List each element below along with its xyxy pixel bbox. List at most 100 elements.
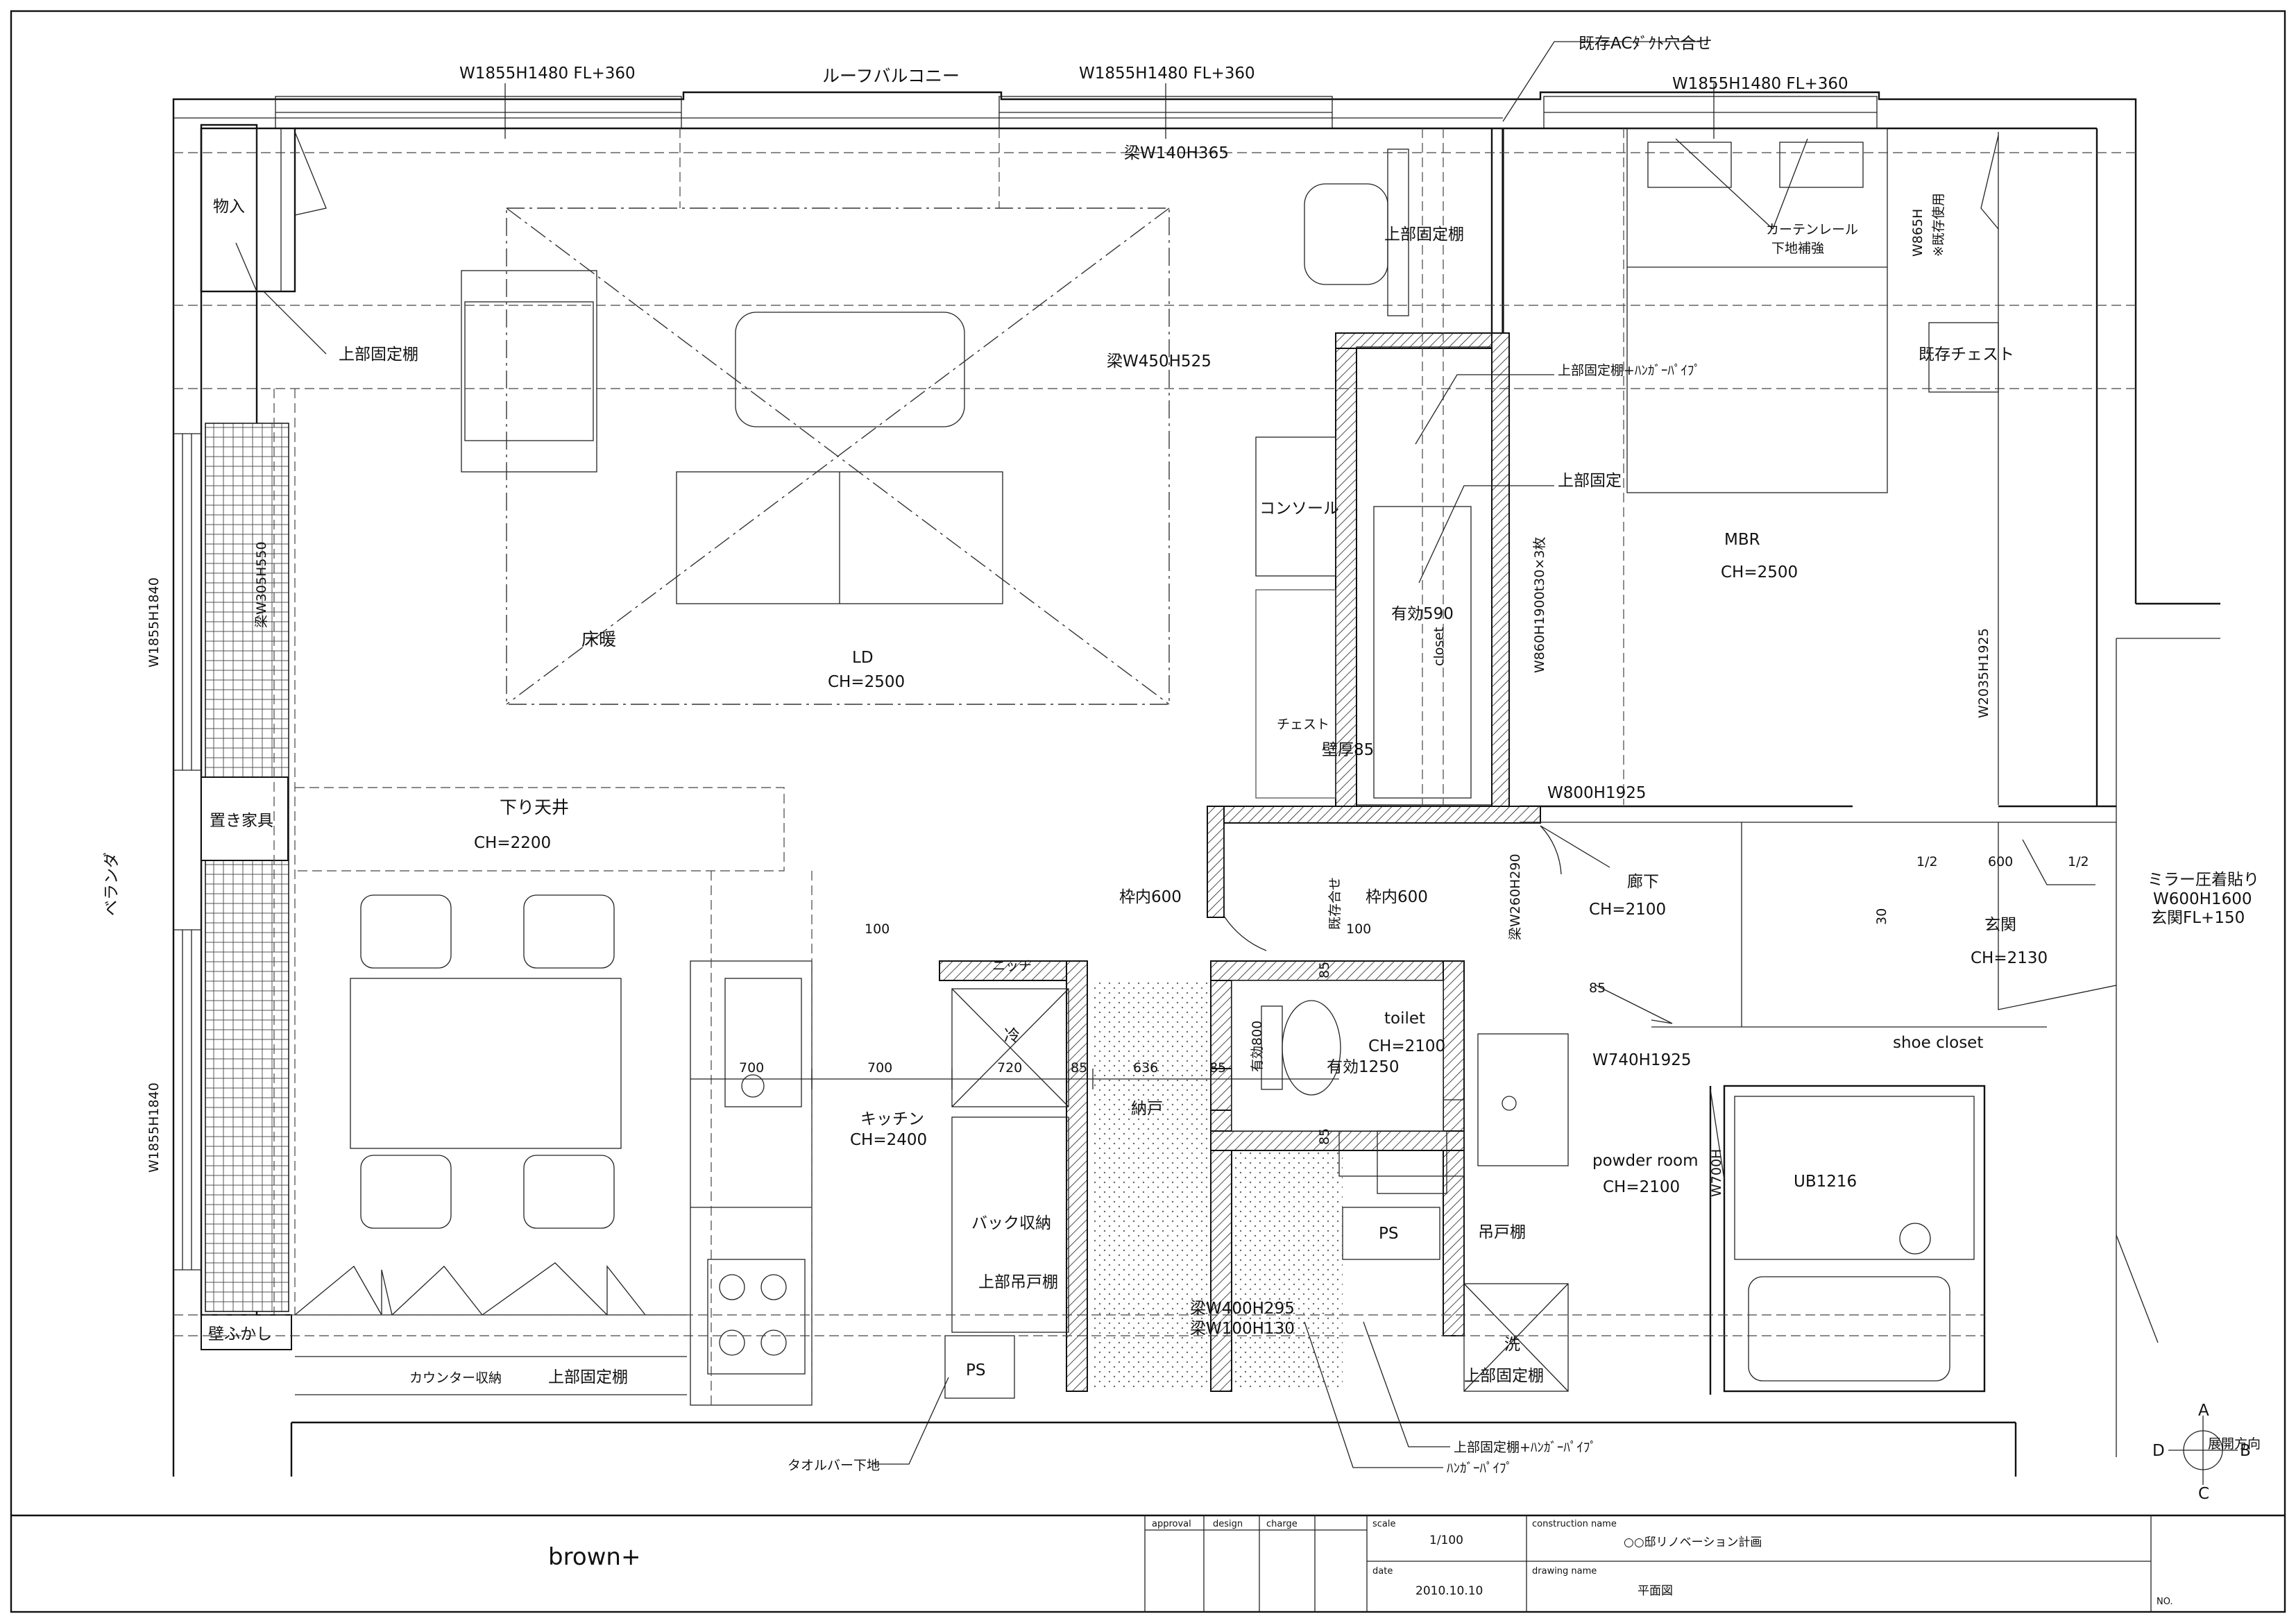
counter-storage-label: カウンター収納 [409, 1370, 502, 1386]
compass-c: C [2198, 1485, 2209, 1503]
ld-ch-label: CH=2500 [828, 673, 905, 691]
dim-85-a: 85 [1317, 962, 1332, 978]
beam-w260-label: 梁W260H290 [1508, 853, 1523, 940]
w740-label: W740H1925 [1592, 1051, 1691, 1069]
existing-chest-label: 既存チェスト [1919, 346, 2014, 364]
dim-half-1: 1/2 [1916, 854, 1938, 869]
dim-636: 636 [1133, 1060, 1158, 1076]
w865h-label: W865H [1910, 209, 1925, 257]
wall-finish-label: 壁ふかし [208, 1325, 272, 1343]
kitchen-ch-label: CH=2400 [850, 1131, 927, 1149]
dim-700-a: 700 [739, 1060, 764, 1076]
compass-d: D [2152, 1442, 2165, 1460]
doors [1223, 825, 2159, 1343]
compass-text: 展開方向 [2208, 1436, 2261, 1452]
dim-85-e: 85 [1317, 1128, 1332, 1145]
fridge-box [951, 988, 1069, 1333]
leader-lines [263, 41, 2095, 1468]
beam-mid-label: 梁W450H525 [1107, 352, 1211, 371]
compass-symbol [2168, 1416, 2238, 1485]
frame-inner-2-label: 枠内600 [1366, 888, 1428, 906]
mbr-ch-label: CH=2500 [1721, 563, 1798, 581]
dropped-ch-label: CH=2200 [474, 834, 551, 852]
effective-1250-label: 有効1250 [1327, 1058, 1400, 1076]
beam-w100-label: 梁W100H130 [1190, 1320, 1295, 1338]
number-label: NO. [2157, 1597, 2173, 1607]
wall-thickness-label: 壁厚85 [1322, 741, 1374, 759]
ub-label: UB1216 [1794, 1173, 1857, 1191]
upper-fixed-label: 上部固定 [1558, 472, 1622, 490]
existing-use-label: ※既存使用 [1931, 193, 1946, 257]
upper-shelf-left-label: 上部固定棚 [339, 346, 418, 364]
curtain-rail-2-label: 下地補強 [1771, 241, 1824, 256]
roof-balcony-outline [172, 91, 2220, 1477]
fridge-label: 冷 [1004, 1027, 1020, 1045]
window-top-left [275, 83, 682, 139]
roof-balcony-label: ルーフバルコニー [822, 66, 960, 86]
approval-label: approval [1152, 1519, 1191, 1529]
console-label: コンソール [1259, 500, 1339, 518]
corridor-ch-label: CH=2100 [1589, 901, 1666, 919]
scale-value: 1/100 [1429, 1533, 1463, 1547]
construction-label: construction name [1532, 1519, 1617, 1529]
dim-600: 600 [1988, 854, 2013, 869]
curtain-rail-label: カーテンレール [1766, 222, 1858, 237]
w2035-label: W2035H1925 [1976, 628, 1991, 718]
toilet-label: toilet [1384, 1010, 1425, 1028]
beam-top-label: 梁W140H365 [1124, 144, 1229, 162]
hanging-shelf-a-label: 吊戸棚 [1478, 1223, 1526, 1241]
brand-name: brown+ [548, 1543, 640, 1571]
compass-b: B [2240, 1442, 2251, 1460]
construction-value: ○○邸リノベーション計画 [1624, 1536, 1762, 1549]
upper-hanging-label: 上部吊戸棚 [978, 1273, 1058, 1291]
entrance-ch-label: CH=2130 [1971, 949, 2048, 967]
existing-match-label: 既存合せ [1327, 877, 1343, 930]
dropped-ceiling-label: 下り天井 [500, 797, 569, 817]
date-value: 2010.10.10 [1415, 1584, 1483, 1598]
powder-ch-label: CH=2100 [1603, 1178, 1680, 1196]
core-walls [939, 960, 1465, 1392]
niche-label: ニッチ [992, 958, 1032, 974]
drawing-value: 平面図 [1638, 1584, 1673, 1598]
floor-heating-label: 床暖 [581, 629, 616, 649]
towel-bar-label: タオルバー下地 [788, 1458, 880, 1473]
placed-furniture-label: 置き家具 [210, 812, 273, 830]
hanger-pipe-label: ﾊﾝｶﾞｰﾊﾟｲﾌﾟ [1447, 1461, 1513, 1476]
window-left-lower-label: W1855H1840 [146, 1082, 162, 1173]
upper-shelf-wash-label: 上部固定棚 [1464, 1367, 1544, 1385]
entrance-label: 玄関 [1984, 916, 2016, 934]
effective-closet-label: 有効590 [1391, 605, 1454, 623]
wash-label: 洗 [1504, 1336, 1520, 1354]
dim-30: 30 [1874, 908, 1889, 925]
title-block [1144, 1515, 2152, 1612]
charge-label: charge [1266, 1519, 1298, 1529]
shelf-hanger-bottom-label: 上部固定棚+ﾊﾝｶﾞｰﾊﾟｲﾌﾟ [1454, 1440, 1597, 1455]
storage-in-closet [200, 127, 327, 293]
hidden-lines [173, 128, 2136, 1409]
mirror-1-label: ミラー圧着貼り [2148, 871, 2259, 889]
ld-ceiling-diagonal [506, 207, 1170, 705]
existing-ac-duct-label: 既存ACﾀﾞｸﾄ穴合せ [1579, 35, 1712, 53]
shoe-closet-label: shoe closet [1893, 1034, 1983, 1052]
storage-in-label: 物入 [213, 198, 245, 216]
date-label: date [1372, 1566, 1393, 1577]
scale-label: scale [1372, 1519, 1396, 1529]
ps-a-label: PS [1379, 1225, 1398, 1243]
mirror-3-label: 玄関FL+150 [2151, 909, 2245, 927]
w800-label: W800H1925 [1547, 784, 1646, 802]
back-storage-label: バック収納 [971, 1214, 1051, 1232]
effective-800-label: 有効800 [1250, 1021, 1265, 1072]
compass-a: A [2198, 1402, 2209, 1420]
storeroom-label: 納戸 [1131, 1100, 1163, 1118]
left-exterior-wall [173, 124, 292, 1350]
dim-720: 720 [997, 1060, 1022, 1076]
sheet-border [10, 10, 2286, 1613]
corridor-label: 廊下 [1627, 873, 1659, 891]
window-top-mid [998, 83, 1333, 139]
window-left-upper-label: W1855H1840 [146, 577, 162, 668]
plan-labels: W1855H1480 FL+360 ルーフバルコニー W1855H1480 FL… [103, 35, 2261, 1503]
mirror-2-label: W600H1600 [2153, 890, 2252, 908]
dim-85-d: 85 [1209, 1060, 1226, 1076]
title-block-text: brown+ approval design charge scale 1/10… [548, 1519, 2173, 1607]
